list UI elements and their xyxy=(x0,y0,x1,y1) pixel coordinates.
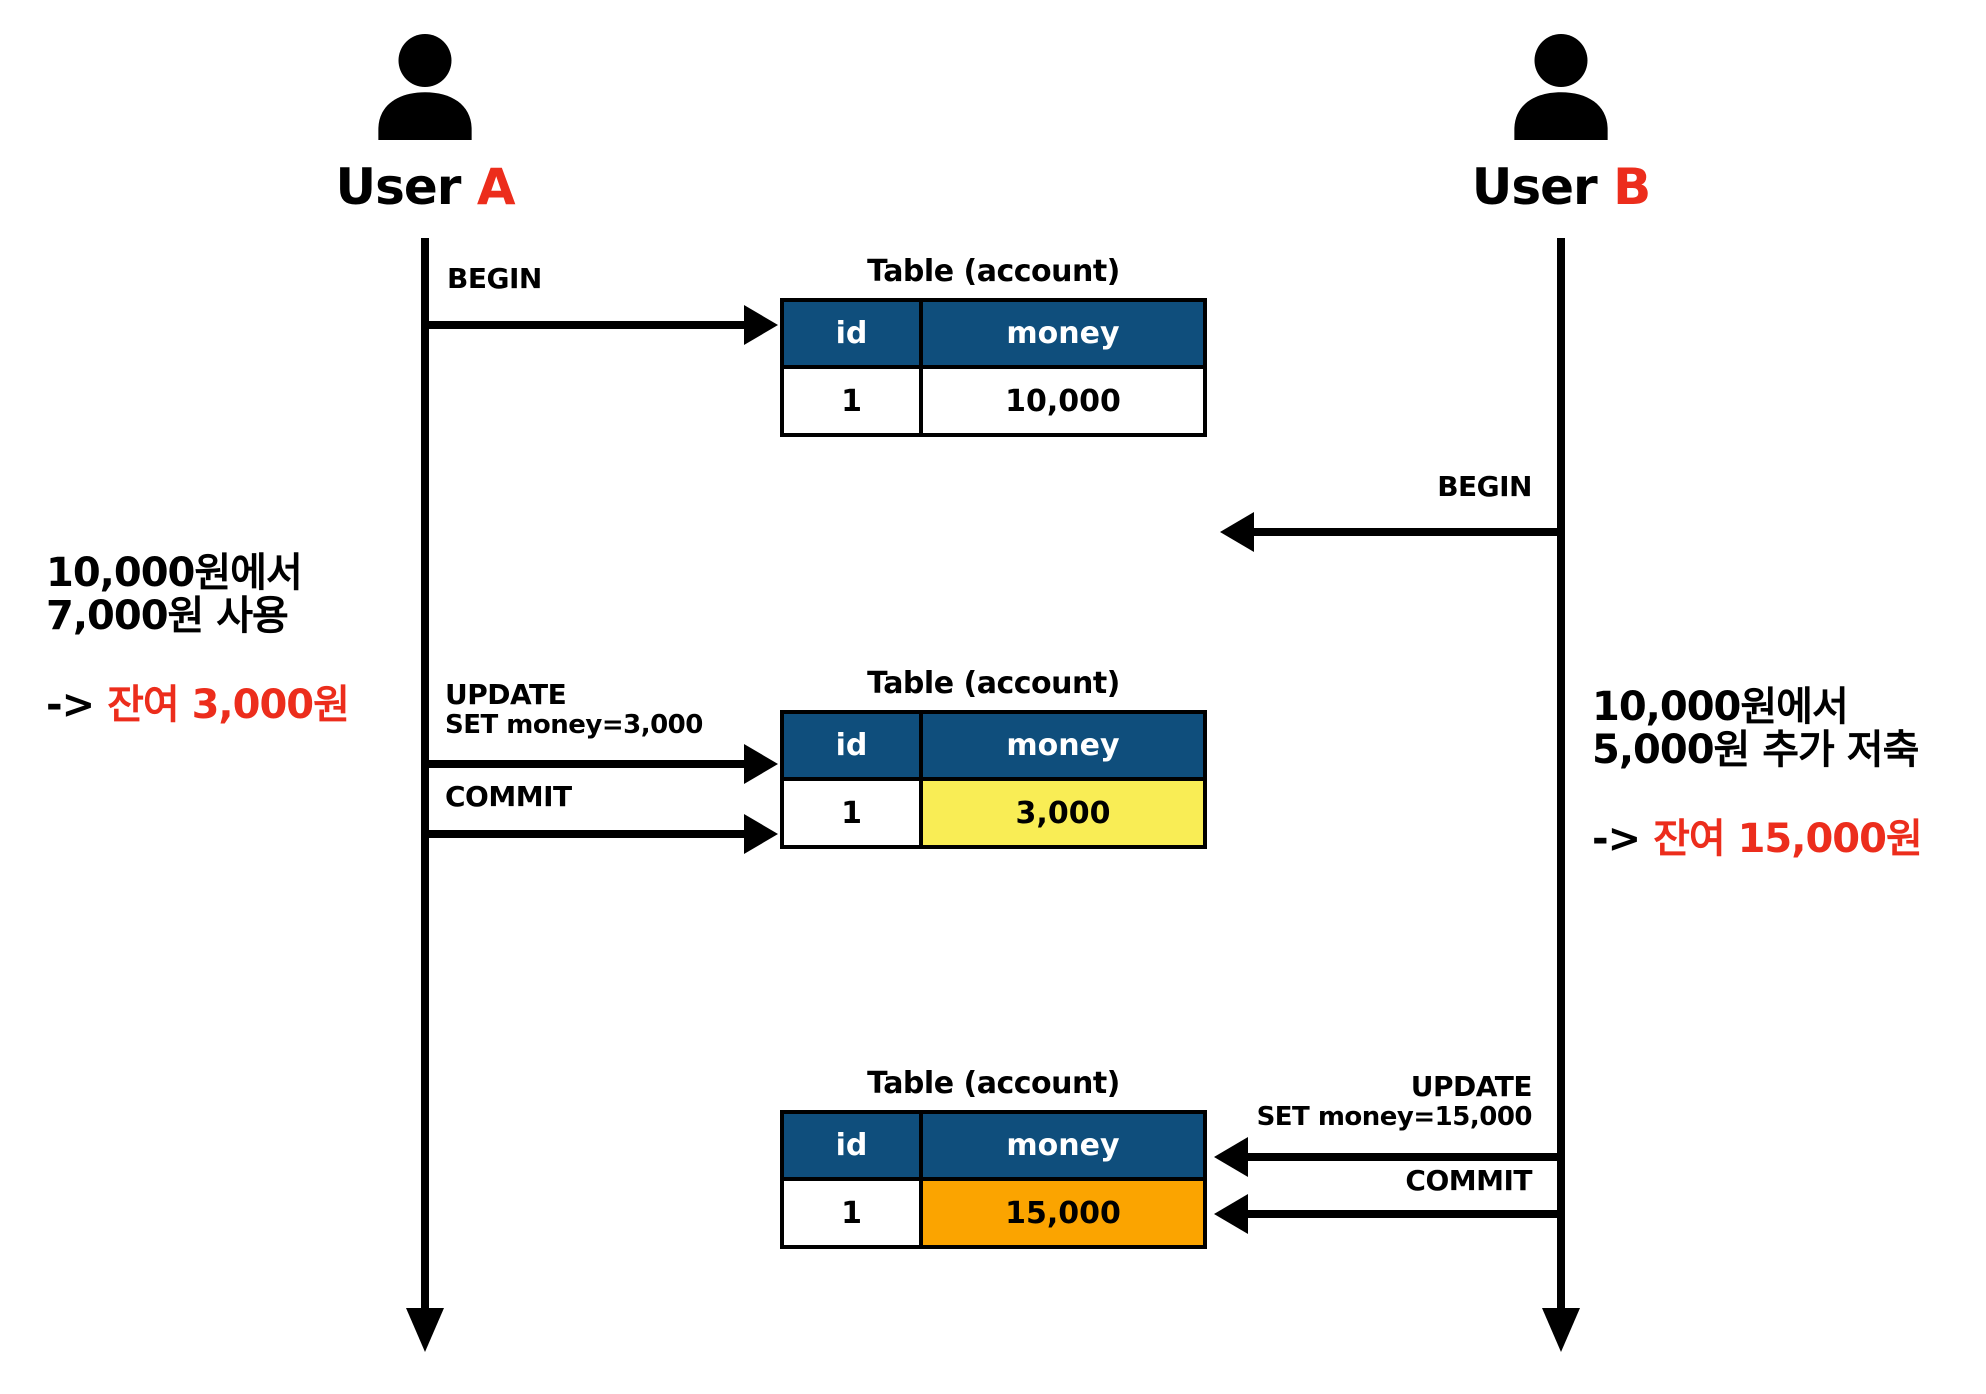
cell-id: 1 xyxy=(784,781,919,845)
update-keyword: UPDATE xyxy=(445,678,567,711)
table-grid: id money 1 10,000 xyxy=(780,298,1207,437)
arrow-shaft xyxy=(429,321,748,329)
user-b-letter: B xyxy=(1613,158,1651,216)
user-a-timeline-arrowhead-icon xyxy=(406,1308,444,1352)
arrow-shaft xyxy=(1250,528,1557,536)
update-keyword: UPDATE xyxy=(1410,1070,1533,1103)
user-b-commit-label: COMMIT xyxy=(1405,1164,1532,1197)
cell-id: 1 xyxy=(784,369,919,433)
arrow-shaft xyxy=(429,830,748,838)
table-title: Table (account) xyxy=(867,254,1120,289)
column-header-money: money xyxy=(923,714,1203,777)
result-arrow-glyph: -> xyxy=(1592,816,1641,863)
account-table-initial: Table (account) id money 1 10,000 xyxy=(780,254,1207,437)
user-b-commit-arrow xyxy=(1214,1194,1557,1234)
column-header-id: id xyxy=(784,1114,919,1177)
user-b-update-arrow xyxy=(1214,1137,1557,1177)
user-a-commit-label: COMMIT xyxy=(445,780,572,813)
cell-money: 10,000 xyxy=(923,369,1203,433)
user-b-name: User xyxy=(1471,158,1598,216)
arrow-right-icon xyxy=(744,744,778,784)
note-line-2: 7,000원 사용 xyxy=(46,593,289,640)
arrow-left-icon xyxy=(1220,512,1254,552)
update-set-clause: SET money=3,000 xyxy=(445,709,703,740)
note-result: -> 잔여 15,000원 xyxy=(1592,816,1923,863)
note-line-1: 10,000원에서 xyxy=(1592,684,1849,730)
user-a-begin-label: BEGIN xyxy=(447,262,542,295)
user-b-begin-label: BEGIN xyxy=(1437,470,1532,503)
note-result: -> 잔여 3,000원 xyxy=(46,682,350,729)
user-a-label: User A xyxy=(295,158,555,216)
note-line-2: 5,000원 추가 저축 xyxy=(1592,727,1919,774)
cell-money-highlighted: 3,000 xyxy=(923,781,1203,845)
arrow-shaft xyxy=(429,760,748,768)
update-set-clause: SET money=15,000 xyxy=(1256,1101,1533,1132)
arrow-left-icon xyxy=(1214,1194,1248,1234)
user-b-begin-arrow xyxy=(1220,512,1557,552)
table-grid: id money 1 3,000 xyxy=(780,710,1207,849)
column-header-money: money xyxy=(923,1114,1203,1177)
user-a-name: User xyxy=(335,158,461,216)
table-title: Table (account) xyxy=(867,666,1120,701)
note-line-1: 10,000원에서 xyxy=(46,550,303,596)
table-grid: id money 1 15,000 xyxy=(780,1110,1207,1249)
user-b-timeline-arrowhead-icon xyxy=(1542,1308,1580,1352)
user-a-begin-arrow xyxy=(429,305,778,345)
user-a-timeline xyxy=(421,238,429,1310)
user-b-timeline xyxy=(1557,238,1565,1310)
result-arrow-glyph: -> xyxy=(46,682,95,729)
user-a-letter: A xyxy=(476,158,516,216)
column-header-id: id xyxy=(784,714,919,777)
arrow-right-icon xyxy=(744,814,778,854)
cell-money-highlighted: 15,000 xyxy=(923,1181,1203,1245)
user-a-commit-arrow xyxy=(429,814,778,854)
user-a-update-arrow xyxy=(429,744,778,784)
column-header-id: id xyxy=(784,302,919,365)
arrow-shaft xyxy=(1244,1210,1557,1218)
column-header-money: money xyxy=(923,302,1203,365)
user-b-note: 10,000원에서 5,000원 추가 저축 -> 잔여 15,000원 xyxy=(1592,684,1923,863)
result-text: 잔여 3,000원 xyxy=(107,682,350,729)
user-b-label: User B xyxy=(1431,158,1691,216)
account-table-after-b: Table (account) id money 1 15,000 xyxy=(780,1066,1207,1249)
arrow-shaft xyxy=(1244,1153,1557,1161)
account-table-after-a: Table (account) id money 1 3,000 xyxy=(780,666,1207,849)
user-a-update-label: UPDATE SET money=3,000 xyxy=(445,678,703,740)
arrow-right-icon xyxy=(744,305,778,345)
cell-id: 1 xyxy=(784,1181,919,1245)
user-b-icon xyxy=(1514,34,1608,140)
table-title: Table (account) xyxy=(867,1066,1120,1101)
user-a-icon xyxy=(378,34,472,140)
user-b-update-label: UPDATE SET money=15,000 xyxy=(1160,1070,1533,1132)
arrow-left-icon xyxy=(1214,1137,1248,1177)
result-text: 잔여 15,000원 xyxy=(1653,816,1923,863)
user-a-note: 10,000원에서 7,000원 사용 -> 잔여 3,000원 xyxy=(46,550,350,729)
